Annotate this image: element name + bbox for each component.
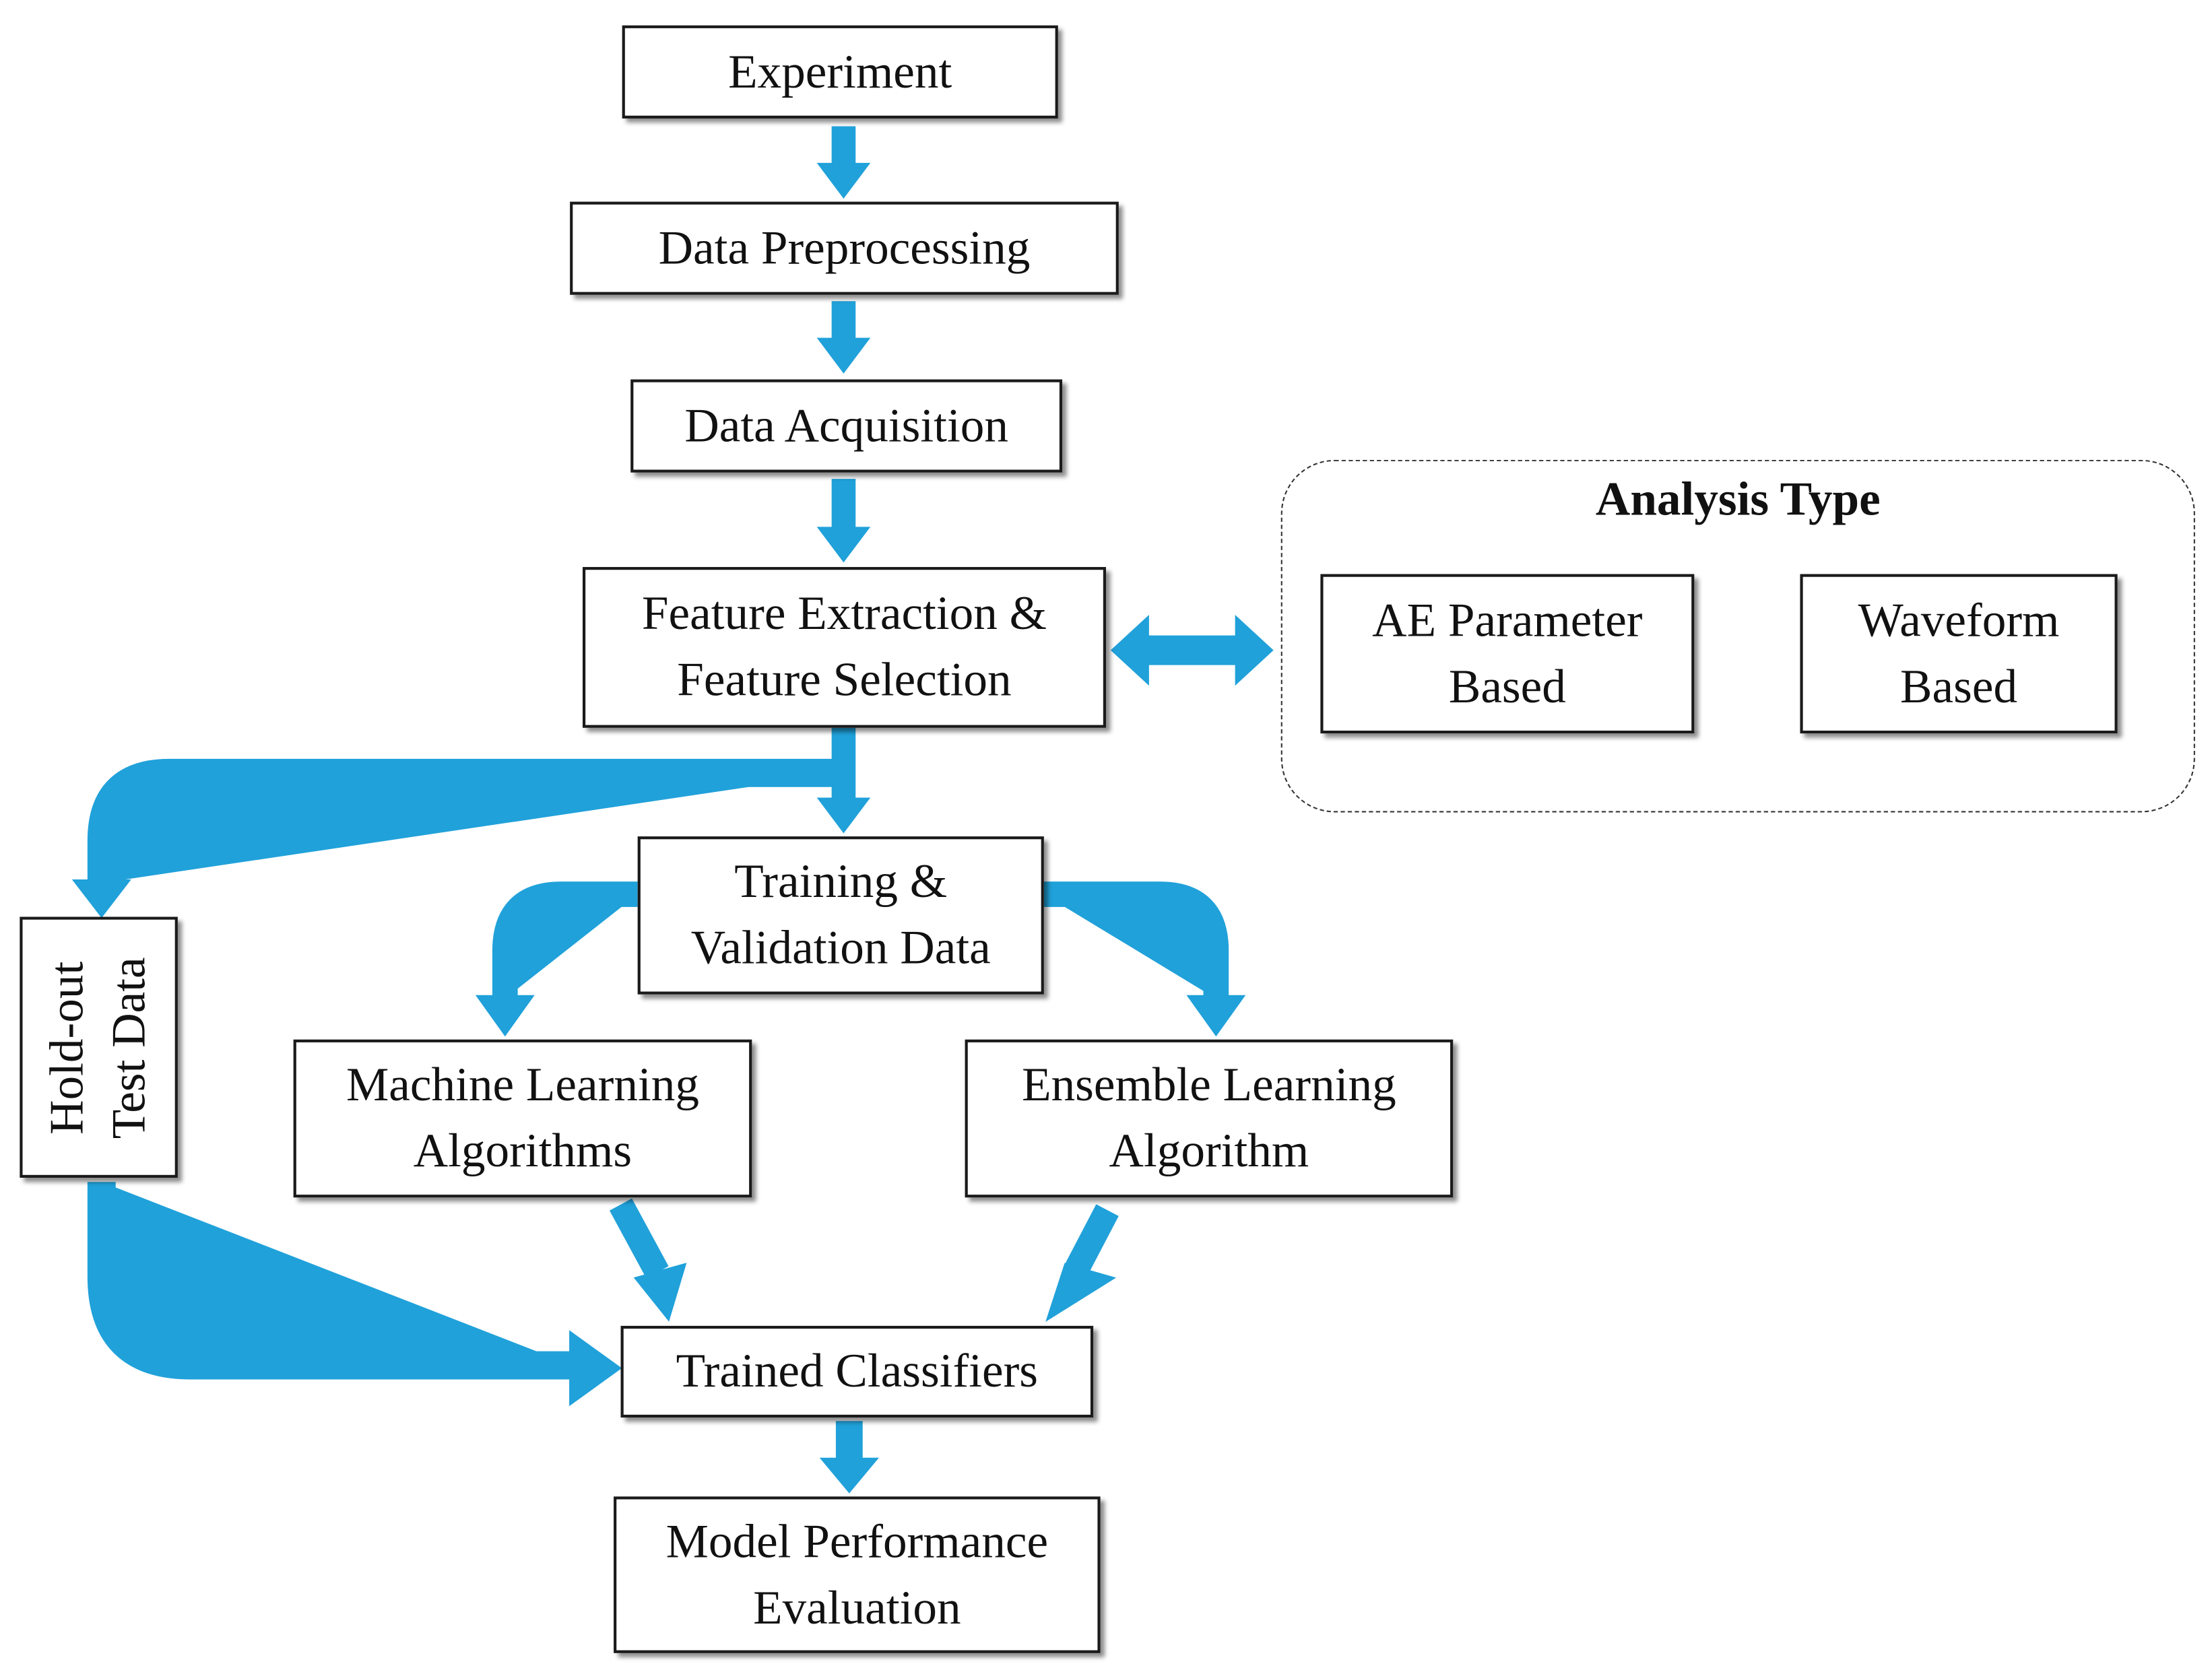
arrow-acquisition-to-feature xyxy=(816,479,871,563)
experiment-box: Experiment xyxy=(622,25,1058,119)
connector-training-to-ml xyxy=(492,881,638,999)
model-evaluation-box: Model Performance Evaluation xyxy=(614,1496,1101,1653)
data-preprocessing-box: Data Preprocessing xyxy=(570,201,1119,295)
machine-learning-line1: Machine Learning xyxy=(346,1059,699,1112)
model-evaluation-line2: Evaluation xyxy=(753,1582,961,1634)
ensemble-learning-line1: Ensemble Learning xyxy=(1022,1059,1396,1112)
machine-learning-line2: Algorithms xyxy=(413,1125,632,1178)
feature-extraction-line1: Feature Extraction & xyxy=(641,588,1047,640)
data-acquisition-label: Data Acquisition xyxy=(684,399,1008,453)
arrowhead-holdout-to-classifiers xyxy=(569,1330,622,1407)
trained-classifiers-box: Trained Classifiers xyxy=(620,1325,1094,1418)
connector-ml-to-classifiers xyxy=(609,1198,669,1279)
connector-ensemble-to-classifiers xyxy=(1064,1204,1119,1279)
holdout-test-data-box: Hold-out Test Data xyxy=(20,916,178,1178)
ae-parameter-line1: AE Parameter xyxy=(1372,594,1643,647)
ensemble-learning-box: Ensemble Learning Algorithm xyxy=(965,1039,1454,1198)
arrowhead-holdout xyxy=(71,879,131,918)
experiment-label: Experiment xyxy=(728,46,952,98)
ae-parameter-box: AE Parameter Based xyxy=(1320,574,1695,734)
arrowhead-ml-to-classifiers xyxy=(633,1263,687,1322)
connector-holdout-to-classifiers xyxy=(87,1182,573,1380)
waveform-line1: Waveform xyxy=(1858,594,2060,647)
waveform-line2: Based xyxy=(1900,661,2018,713)
ae-parameter-line2: Based xyxy=(1448,661,1566,713)
arrow-classifiers-to-evaluation xyxy=(819,1421,879,1494)
analysis-type-group xyxy=(1280,459,2195,813)
trained-classifiers-label: Trained Classifiers xyxy=(676,1345,1039,1398)
arrow-experiment-to-preprocessing xyxy=(816,126,871,199)
holdout-line2: Test Data xyxy=(102,956,156,1139)
holdout-line1: Hold-out xyxy=(40,960,94,1134)
connector-training-to-ensemble xyxy=(1043,881,1229,999)
arrow-preprocessing-to-acquisition xyxy=(816,301,871,374)
ensemble-learning-line2: Algorithm xyxy=(1109,1125,1309,1178)
arrow-feature-analysis-bidirectional xyxy=(1110,614,1274,686)
training-validation-line1: Training & xyxy=(734,856,948,908)
feature-extraction-line2: Feature Selection xyxy=(677,654,1012,707)
feature-extraction-box: Feature Extraction & Feature Selection xyxy=(582,567,1107,728)
machine-learning-box: Machine Learning Algorithms xyxy=(293,1039,752,1198)
model-evaluation-line1: Model Performance xyxy=(665,1515,1049,1568)
training-validation-box: Training & Validation Data xyxy=(637,836,1044,995)
waveform-box: Waveform Based xyxy=(1800,574,2118,734)
analysis-type-title: Analysis Type xyxy=(1595,473,1881,527)
arrowhead-ensemble xyxy=(1186,995,1246,1037)
training-validation-line2: Validation Data xyxy=(690,922,991,975)
data-preprocessing-label: Data Preprocessing xyxy=(658,222,1031,275)
connector-feature-to-holdout xyxy=(87,758,844,883)
data-acquisition-box: Data Acquisition xyxy=(630,379,1063,473)
arrowhead-ml xyxy=(475,995,535,1037)
